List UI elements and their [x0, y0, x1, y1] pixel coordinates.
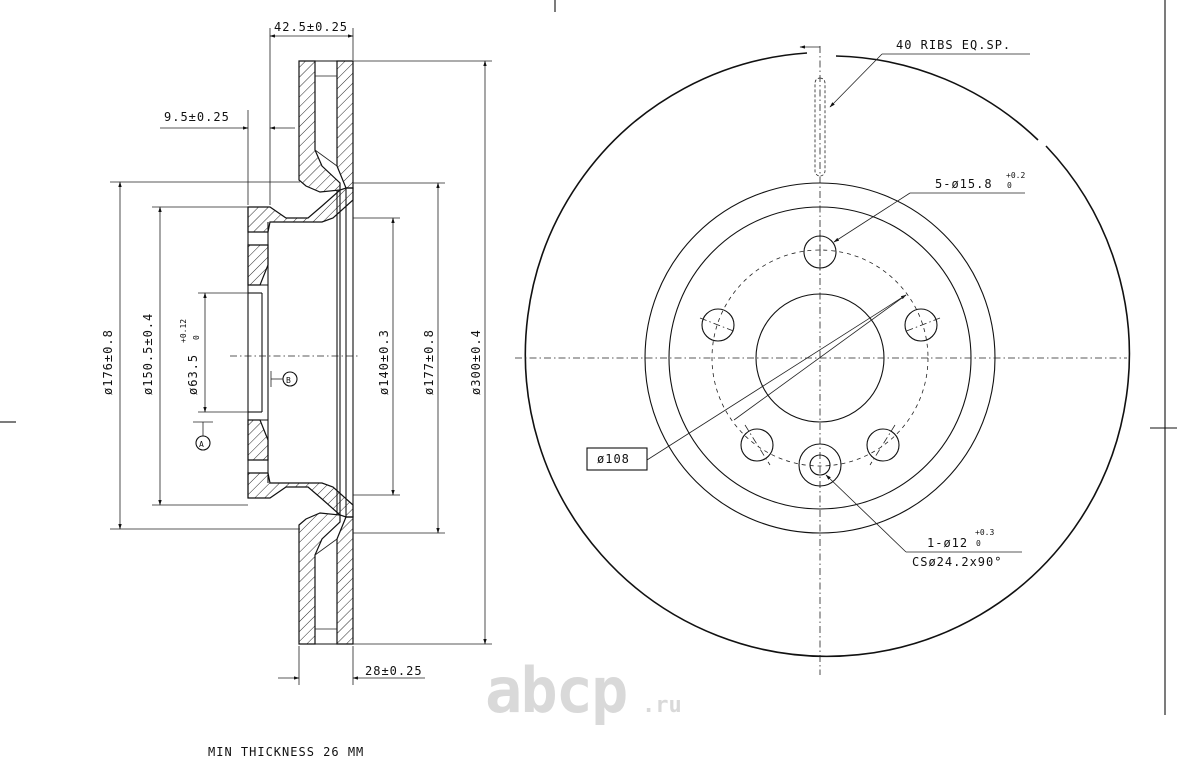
- section-dimensions: [110, 28, 492, 685]
- dim-hat-offset: 9.5±0.25: [164, 110, 230, 124]
- svg-text:B: B: [286, 376, 291, 385]
- callout-ribs: 40 RIBS EQ.SP.: [896, 38, 1011, 52]
- datum-a: A: [193, 421, 213, 451]
- outer-ring-left-lower: [298, 512, 341, 645]
- svg-text:A: A: [199, 440, 204, 449]
- watermark-text: abcp: [485, 654, 626, 727]
- datum-b: B: [270, 371, 298, 387]
- hub-flange-lower: [247, 419, 269, 461]
- sheet-frame: [0, 0, 1177, 715]
- dim-dia-176: ø176±0.8: [101, 329, 115, 395]
- hub-flange-upper: [247, 244, 269, 286]
- watermark-suffix: .ru: [642, 693, 682, 718]
- watermark-logo: abcp .ru: [485, 654, 682, 727]
- outer-ring-right-lower: [336, 516, 354, 645]
- front-callouts: 40 RIBS EQ.SP. 5-ø15.8 +0.2 0 ø108 1-ø12…: [586, 38, 1030, 569]
- pcd-box: [586, 447, 648, 471]
- dim-dia-300: ø300±0.4: [469, 329, 483, 395]
- outer-ring-right-upper: [336, 60, 354, 189]
- bolt-hole: [701, 308, 735, 342]
- callout-pcd: ø108: [597, 452, 630, 466]
- section-dimension-labels: 42.5±0.25 9.5±0.25 ø176±0.8 ø150.5±0.4 ø…: [101, 20, 483, 678]
- callout-bolt-holes-tol-lower: 0: [1007, 181, 1012, 190]
- dim-hub-width: 42.5±0.25: [274, 20, 348, 34]
- note-min-thickness: MIN THICKNESS 26 MM: [208, 745, 364, 759]
- dim-dia-63-tol-lower: 0: [192, 335, 201, 340]
- bolt-hole: [740, 428, 774, 462]
- dim-dia-63-tol-upper: +0.12: [179, 319, 188, 343]
- front-view: [515, 45, 1131, 675]
- bolt-hole: [866, 428, 900, 462]
- section-view: [230, 60, 360, 645]
- callout-locator-tol-lower: 0: [976, 539, 981, 548]
- dim-thickness: 28±0.25: [365, 664, 423, 678]
- callout-bolt-holes: 5-ø15.8: [935, 177, 993, 191]
- dim-dia-63: ø63.5: [186, 354, 200, 395]
- callout-locator-tol-upper: +0.3: [975, 528, 994, 537]
- dim-dia-177: ø177±0.8: [422, 329, 436, 395]
- outer-ring-left-upper: [298, 60, 341, 193]
- dim-dia-140: ø140±0.3: [377, 329, 391, 395]
- callout-bolt-holes-tol-upper: +0.2: [1006, 171, 1025, 180]
- bolt-hole: [904, 308, 938, 342]
- callout-countersink: CSø24.2x90°: [912, 555, 1002, 569]
- outer-edge: [524, 52, 1131, 658]
- callout-locator-hole: 1-ø12: [927, 536, 968, 550]
- dim-dia-150: ø150.5±0.4: [141, 313, 155, 395]
